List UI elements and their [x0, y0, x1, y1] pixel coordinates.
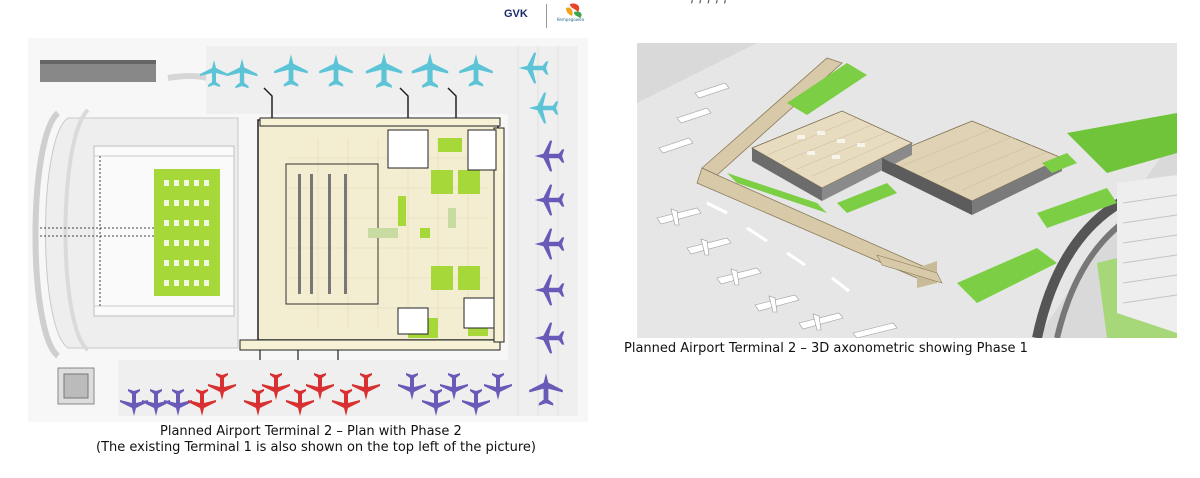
gvk-logo: GVK [504, 8, 528, 20]
aircraft-icons-plan [120, 52, 565, 416]
existing-terminal-1 [40, 60, 156, 82]
terminal-axonometric-render [637, 43, 1177, 338]
green-parking-area [154, 169, 220, 296]
gvk-logo-divider [546, 4, 547, 28]
aircraft-icon [200, 60, 228, 87]
kempegowda-logo-icon [566, 3, 582, 18]
kempegowda-logo-text: Kempegowda [557, 17, 585, 22]
cut-off-heading-text: , , , , , [690, 0, 727, 6]
terminal-plan-drawing [28, 38, 588, 422]
plan-caption-line-1: Planned Airport Terminal 2 – Plan with P… [160, 424, 462, 439]
plan-caption-line-2: (The existing Terminal 1 is also shown o… [96, 440, 536, 455]
axonometric-caption: Planned Airport Terminal 2 – 3D axonomet… [624, 341, 1028, 356]
